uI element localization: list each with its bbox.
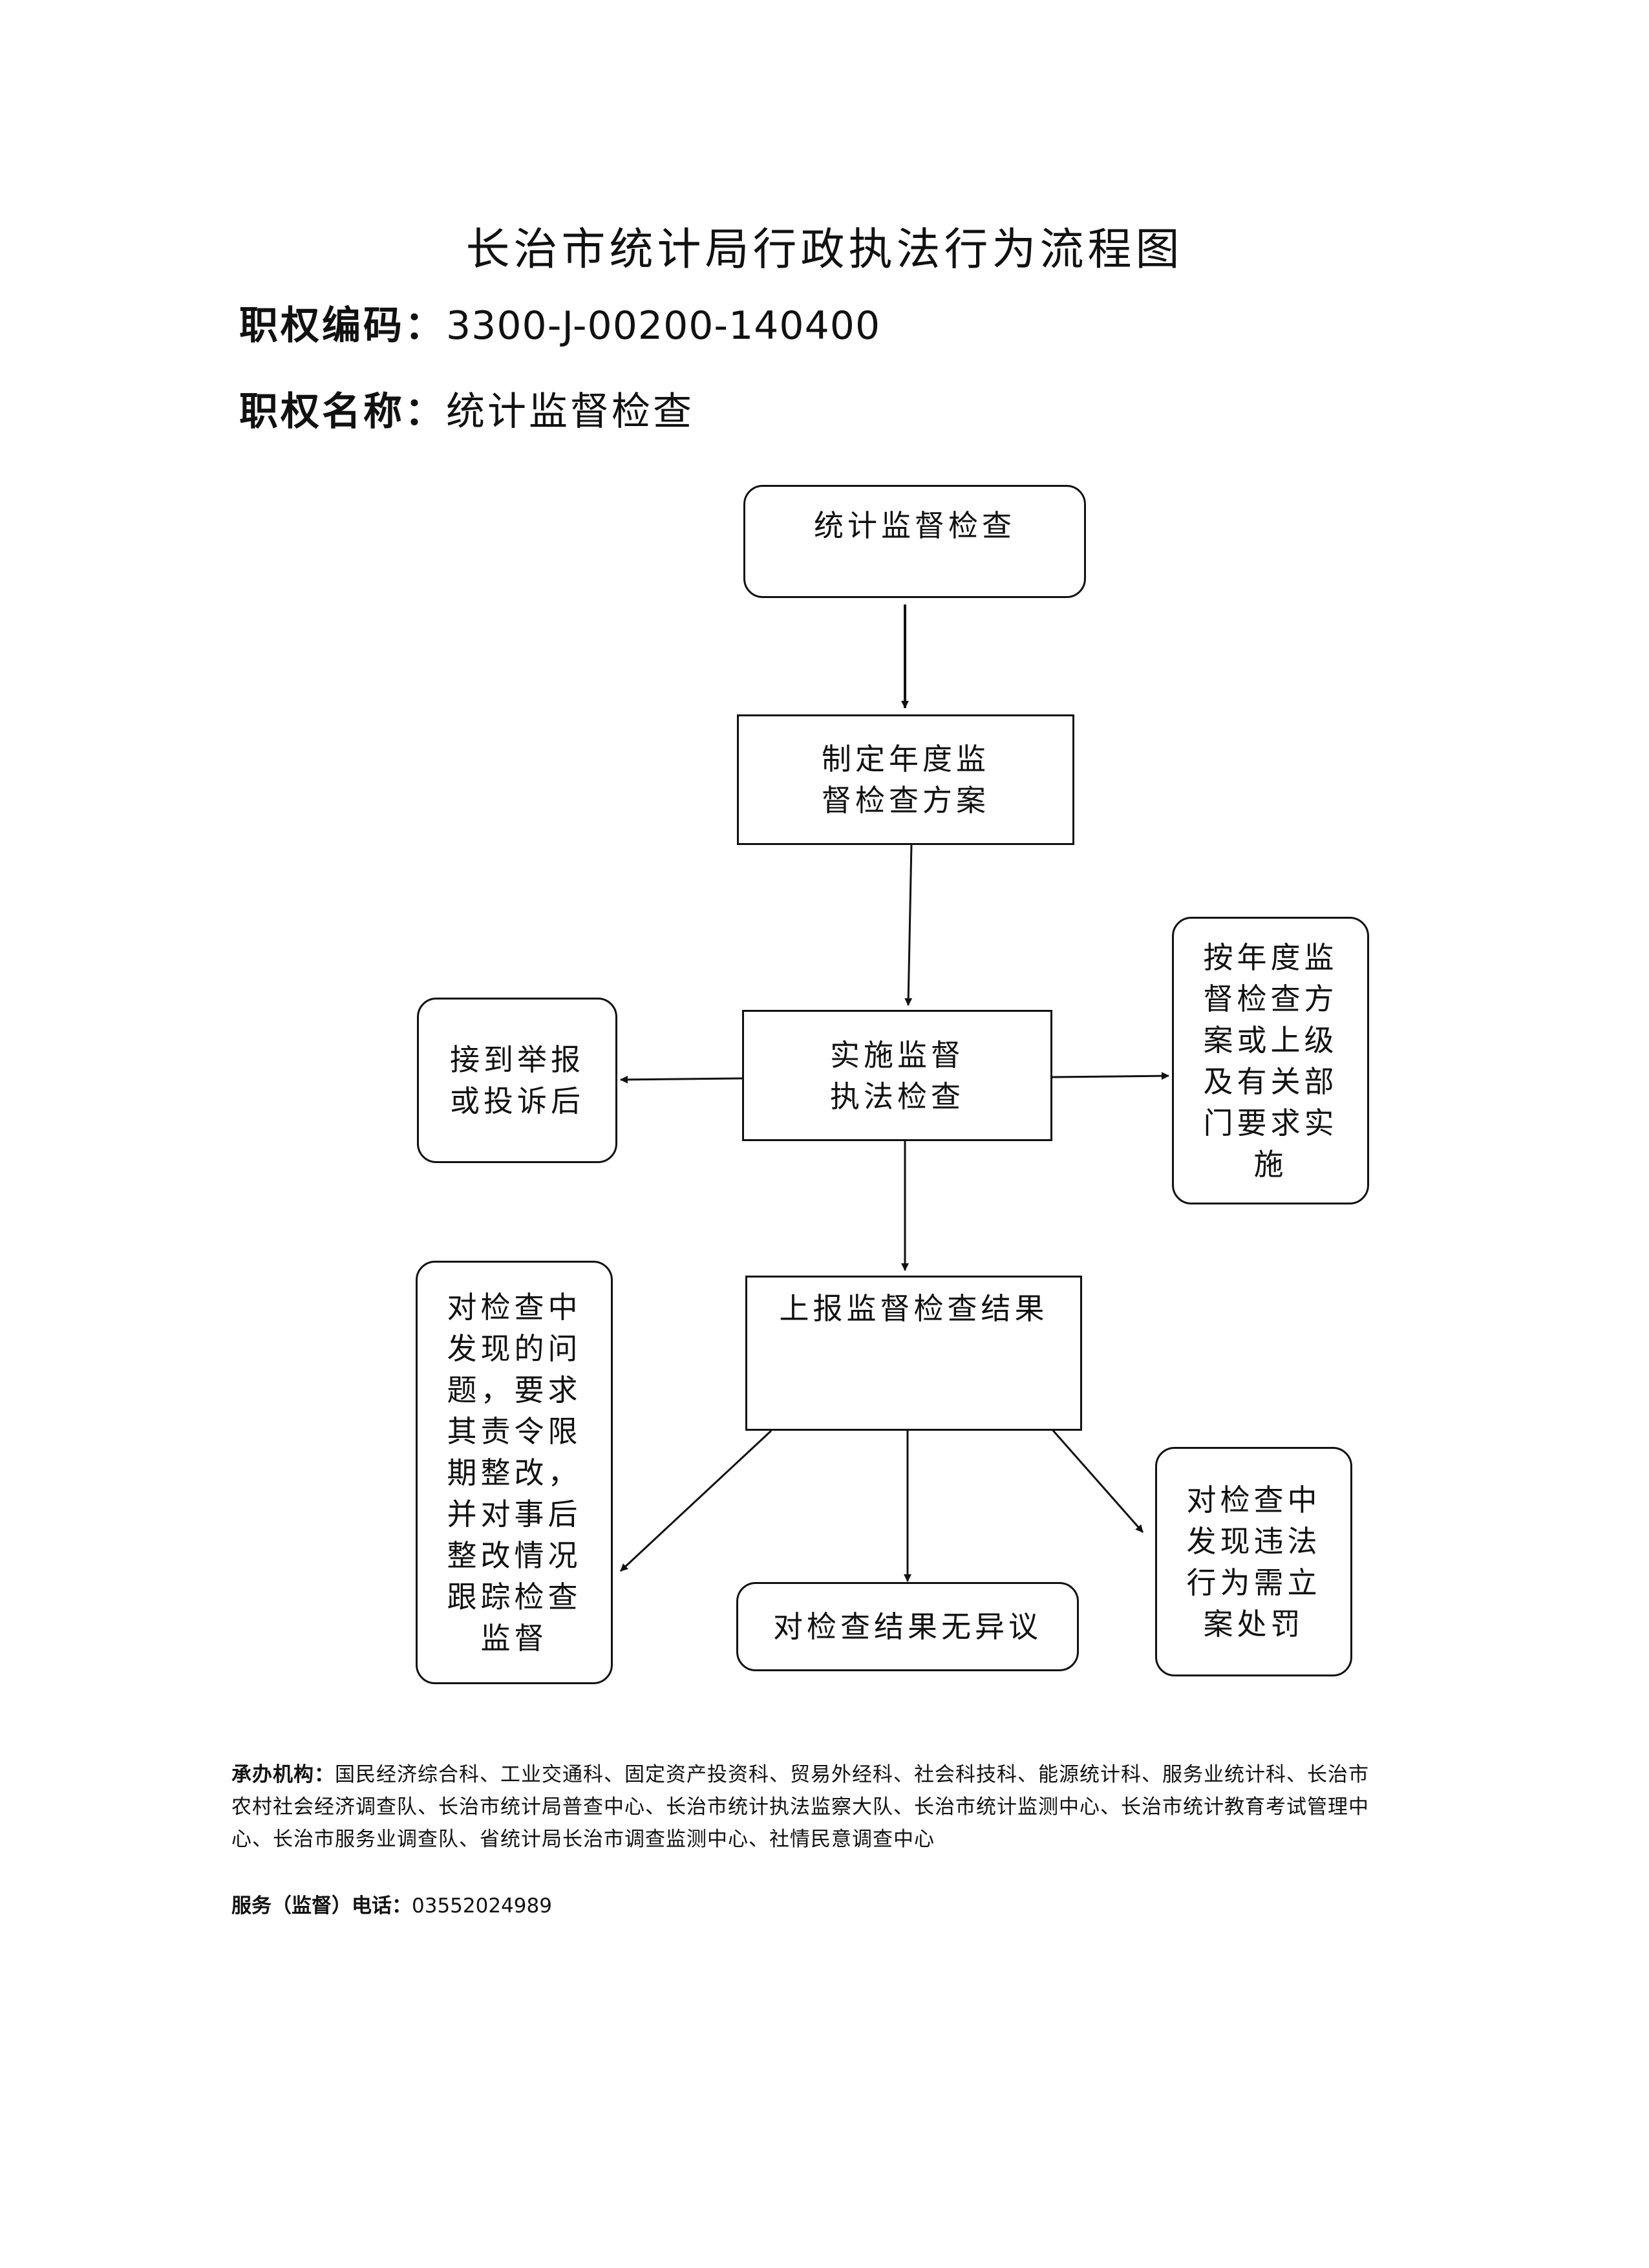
org-label: 承办机构：: [231, 1763, 335, 1786]
node-report-complaint: 接到举报 或投诉后: [417, 998, 617, 1163]
phone-value: 03552024989: [412, 1894, 552, 1918]
node-per-plan: 按年度监 督检查方 案或上级 及有关部 门要求实 施: [1172, 917, 1369, 1204]
node-start: 统计监督检查: [743, 485, 1086, 598]
power-code: 职权编码：3300-J-00200-140400: [239, 294, 880, 350]
phone-label: 服务（监督）电话：: [231, 1894, 412, 1918]
node-rectify: 对检查中 发现的问 题，要求 其责令限 期整改， 并对事后 整改情况 跟踪检查 …: [416, 1261, 613, 1684]
node-penalty: 对检查中 发现违法 行为需立 案处罚: [1155, 1447, 1352, 1676]
node-report-results: 上报监督检查结果: [745, 1276, 1082, 1431]
arrow-implement-to-complaint: [620, 1075, 743, 1084]
node-plan: 制定年度监 督检查方案: [737, 714, 1074, 845]
footer-phone: 服务（监督）电话：03552024989: [231, 1889, 552, 1918]
power-name-value: 统计监督检查: [446, 389, 694, 434]
arrow-plan-to-implement: [904, 843, 913, 1006]
arrow-results-to-penalty: [1049, 1427, 1144, 1533]
power-code-label: 职权编码：: [239, 303, 446, 348]
page-title: 长治市统计局行政执法行为流程图: [465, 224, 1184, 275]
arrow-implement-to-plan-basis: [1052, 1072, 1169, 1080]
arrow-results-to-rectify: [619, 1429, 772, 1572]
node-implement: 实施监督 执法检查: [742, 1010, 1052, 1141]
power-name-label: 职权名称：: [239, 389, 446, 434]
power-name: 职权名称：统计监督检查: [239, 380, 694, 436]
power-code-value: 3300-J-00200-140400: [446, 303, 881, 348]
org-text: 国民经济综合科、工业交通科、固定资产投资科、贸易外经科、社会科技科、能源统计科、…: [231, 1763, 1369, 1851]
node-no-objection: 对检查结果无异议: [736, 1582, 1079, 1671]
footer-org: 承办机构：国民经济综合科、工业交通科、固定资产投资科、贸易外经科、社会科技科、能…: [231, 1759, 1369, 1856]
